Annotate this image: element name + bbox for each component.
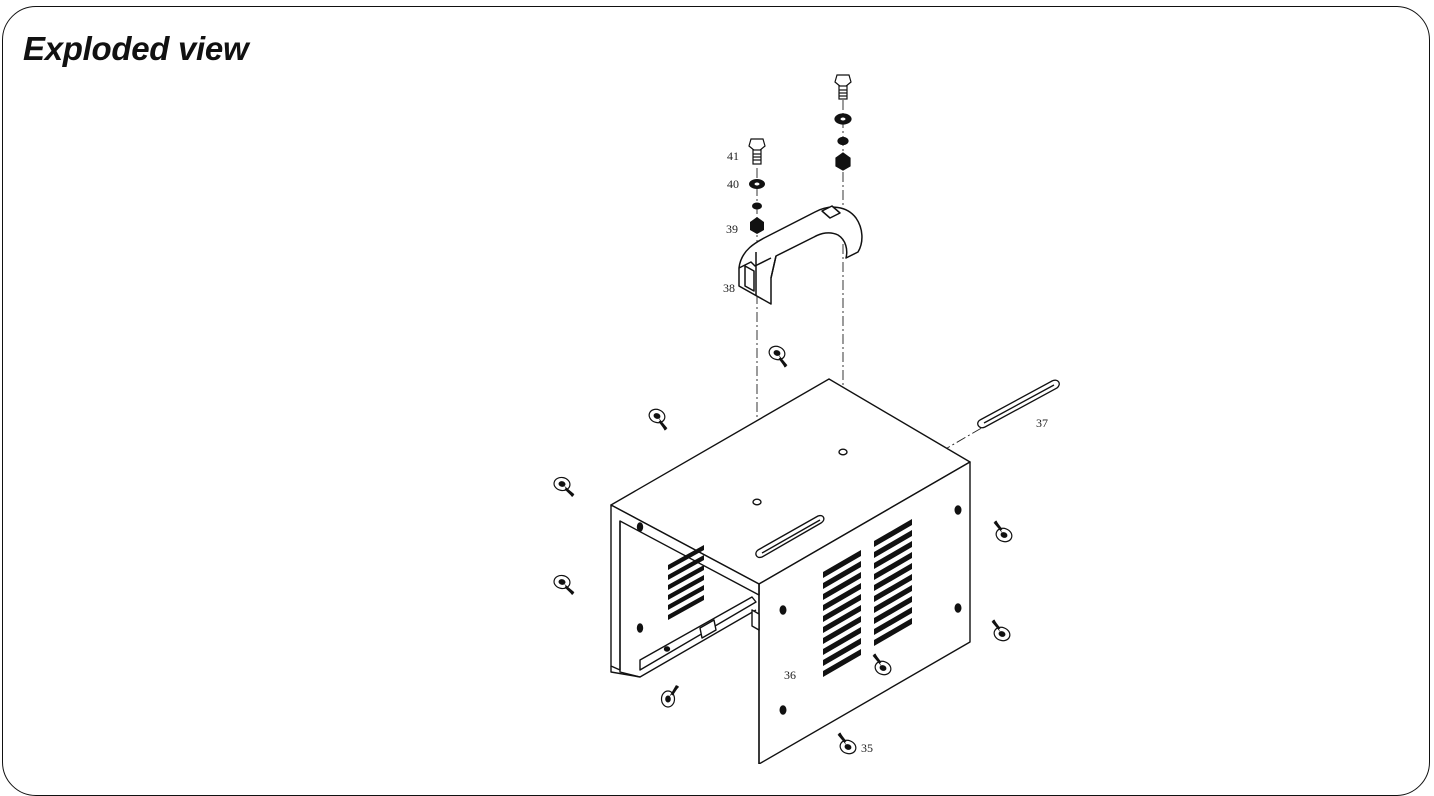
callout-36: 36	[784, 668, 796, 682]
vent-louvers	[668, 519, 912, 677]
side-strip-37	[977, 379, 1060, 429]
callout-35: 35	[861, 741, 873, 755]
callouts: 41 40 39 38 37 36 35	[723, 149, 1048, 755]
lock-washer	[752, 202, 762, 210]
callout-37: 37	[1036, 416, 1048, 430]
right-bolt-stack	[834, 74, 852, 171]
callout-39: 39	[726, 222, 738, 236]
callout-41: 41	[727, 149, 739, 163]
nut-39	[750, 217, 764, 234]
bolt-41	[748, 138, 766, 165]
callout-40: 40	[727, 177, 739, 191]
callout-38: 38	[723, 281, 735, 295]
page-title: Exploded view	[23, 30, 249, 67]
cover-36	[610, 378, 971, 764]
exploded-view-drawing: 41 40 39 38 37 36 35	[551, 74, 1060, 764]
washer-40	[749, 179, 765, 189]
handle-38	[738, 205, 863, 305]
